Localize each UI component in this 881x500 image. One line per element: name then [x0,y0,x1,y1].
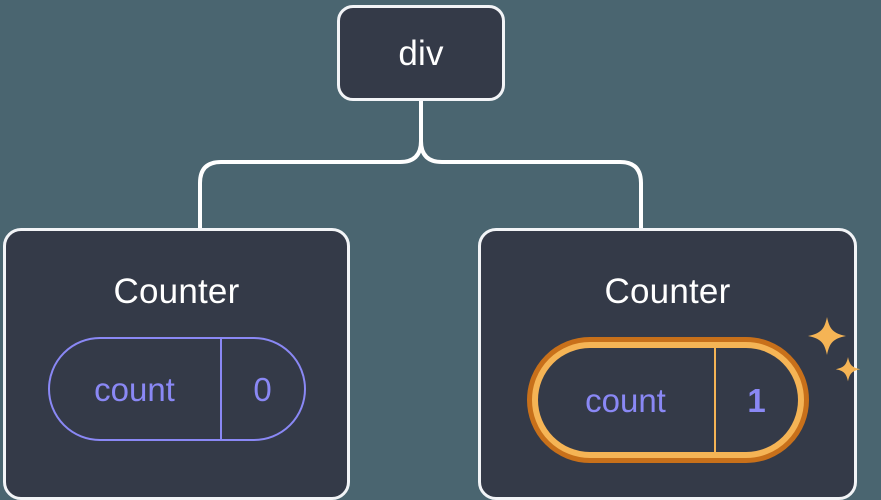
state-pill-wrap-left: count 0 [47,337,306,441]
connector-branch-left [198,140,423,228]
node-counter-left-label: Counter [113,272,240,311]
state-pill-wrap-right: count 1 [526,317,860,463]
node-counter-left[interactable]: Counter count 0 [3,228,350,500]
sparkle-large-icon [807,317,846,355]
node-div[interactable]: div [337,5,505,101]
sparkles-group [807,317,860,382]
state-pill-right-inner: count 1 [537,348,798,452]
node-counter-right-label: Counter [604,272,731,311]
sparkle-small-icon [835,357,860,382]
state-value-left: 0 [253,370,272,408]
state-value-right: 1 [747,381,766,419]
node-div-label: div [398,33,444,73]
state-key-right: count [538,348,716,452]
state-pill-left[interactable]: count 0 [47,337,306,441]
state-key-left: count [50,339,222,439]
state-pill-right[interactable]: count 1 [526,337,809,463]
node-counter-right[interactable]: Counter count 1 [478,228,860,500]
connector-branch-right [419,140,643,228]
